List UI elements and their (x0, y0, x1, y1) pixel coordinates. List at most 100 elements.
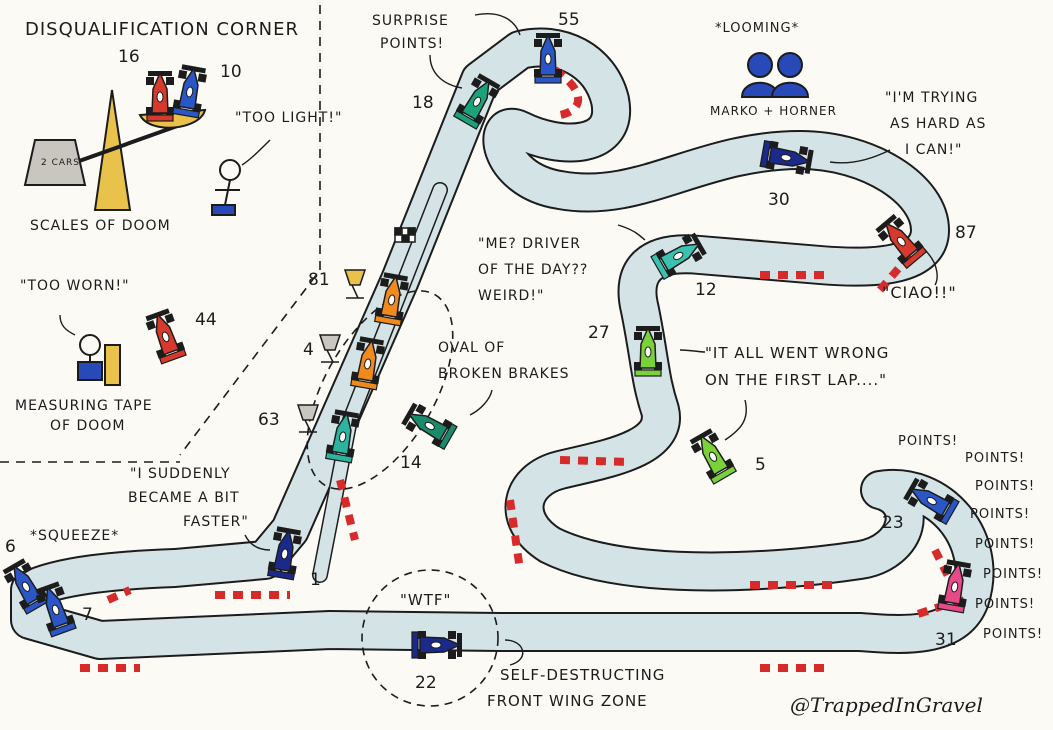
car-rear-wing (759, 139, 772, 169)
car-wheel (962, 568, 972, 578)
car-rear-wing (902, 246, 928, 270)
measuring-caption-1: Measuring tape (15, 398, 153, 414)
wtf-ring (361, 569, 499, 707)
car-rear-wing (438, 422, 458, 451)
car-wheel (3, 572, 15, 584)
surprise-caption-1: Surprise (372, 13, 449, 29)
car-cockpit (544, 53, 552, 65)
car-cockpit (364, 358, 372, 370)
car-rear-wing (634, 369, 662, 377)
car-23 (903, 477, 960, 526)
points-label: Points! (983, 627, 1043, 642)
scale-weight-label: 2 Cars (41, 158, 80, 168)
car-number-label: 81 (308, 270, 330, 290)
car-81 (373, 272, 409, 327)
car-number-label: 63 (258, 410, 280, 430)
car-16 (146, 71, 174, 122)
car-rear-wing (534, 76, 562, 84)
car-rear-wing (936, 601, 966, 614)
car-wheel (690, 442, 702, 454)
car-number-label: 27 (588, 323, 610, 343)
ciao-quote: "Ciao!!" (882, 283, 957, 302)
faster-quote-2: became a bit (128, 490, 240, 506)
car-cockpit (281, 548, 289, 560)
car-22 (411, 631, 462, 659)
car-wheel (399, 281, 409, 291)
car-wheel (146, 77, 154, 85)
car-cockpit (430, 641, 442, 649)
car-wheel (654, 332, 662, 340)
car-wheel (634, 332, 642, 340)
measuring-caption-2: of doom (50, 418, 125, 434)
car-wheel (379, 277, 390, 288)
car-wheel (795, 165, 805, 175)
car-wheel (177, 69, 188, 80)
pit-lane-surface (313, 183, 447, 582)
car-cockpit (51, 604, 60, 616)
car-14 (401, 402, 458, 451)
kerb (559, 456, 631, 466)
car-cockpit (161, 331, 170, 343)
credit-signature: @TrappedInGravel (790, 693, 983, 717)
car-wheel (708, 432, 720, 444)
car-cockpit (780, 154, 792, 162)
car-wheel (146, 107, 154, 115)
scale-weight (23, 139, 87, 186)
marko-and-horner (740, 52, 810, 98)
trophy-81 (343, 269, 367, 299)
car-number-label: 6 (5, 537, 16, 557)
car-cockpit (156, 91, 164, 103)
dotd-quote-1: "Me? Driver (478, 236, 581, 252)
car-rear-wing (373, 314, 403, 327)
car-wheel (893, 217, 905, 229)
too-worn-quote: "Too worn!" (20, 278, 130, 294)
too-light-judge (211, 159, 241, 216)
measuring-tape-judge (77, 334, 121, 386)
kerb (506, 499, 524, 571)
car-wheel (681, 233, 693, 245)
car-wheel (942, 564, 953, 575)
kerb (106, 586, 132, 604)
trophies (296, 269, 367, 433)
points-label: Points! (975, 537, 1035, 552)
car-rear-wing (349, 378, 379, 391)
front-wing-caption-1: Self-destructing (500, 666, 665, 684)
car-number-label: 14 (400, 453, 422, 473)
points-label: Points! (970, 507, 1030, 522)
car-number-label: 18 (412, 93, 434, 113)
car-wheel (554, 69, 562, 77)
car-number-label: 30 (768, 190, 790, 210)
trying-quote-2: as hard as (890, 116, 986, 132)
car-cockpit (339, 431, 347, 443)
car-wheel (21, 562, 33, 574)
cars-layer (2, 33, 972, 659)
car-wheel (634, 362, 642, 370)
car-18 (452, 73, 501, 130)
ruler (104, 344, 121, 386)
scales-caption: Scales of doom (30, 218, 171, 234)
car-wheel (488, 87, 500, 99)
car-wheel (907, 496, 919, 508)
car-wheel (145, 320, 156, 331)
car-wheel (654, 362, 662, 370)
car-rear-wing (452, 110, 481, 130)
car-wheel (554, 39, 562, 47)
car-number-label: 22 (415, 673, 437, 693)
car-63 (324, 409, 360, 464)
car-wheel (798, 145, 809, 156)
wrong-quote-1: "It all went wrong (705, 344, 889, 362)
car-cockpit (926, 496, 937, 506)
points-label: Points! (975, 479, 1035, 494)
car-wheel (534, 69, 542, 77)
car-number-label: 87 (955, 223, 977, 243)
car-number-label: 10 (220, 62, 242, 82)
car-wheel (166, 107, 174, 115)
trying-quote-1: "I'm trying (885, 90, 978, 106)
car-rear-wing (411, 631, 419, 659)
surprise-caption-2: points! (380, 36, 444, 52)
oval-caption-1: Oval of (438, 340, 505, 356)
points-label: Points! (983, 567, 1043, 582)
chequered-flag (394, 227, 416, 243)
car-27 (634, 326, 662, 377)
